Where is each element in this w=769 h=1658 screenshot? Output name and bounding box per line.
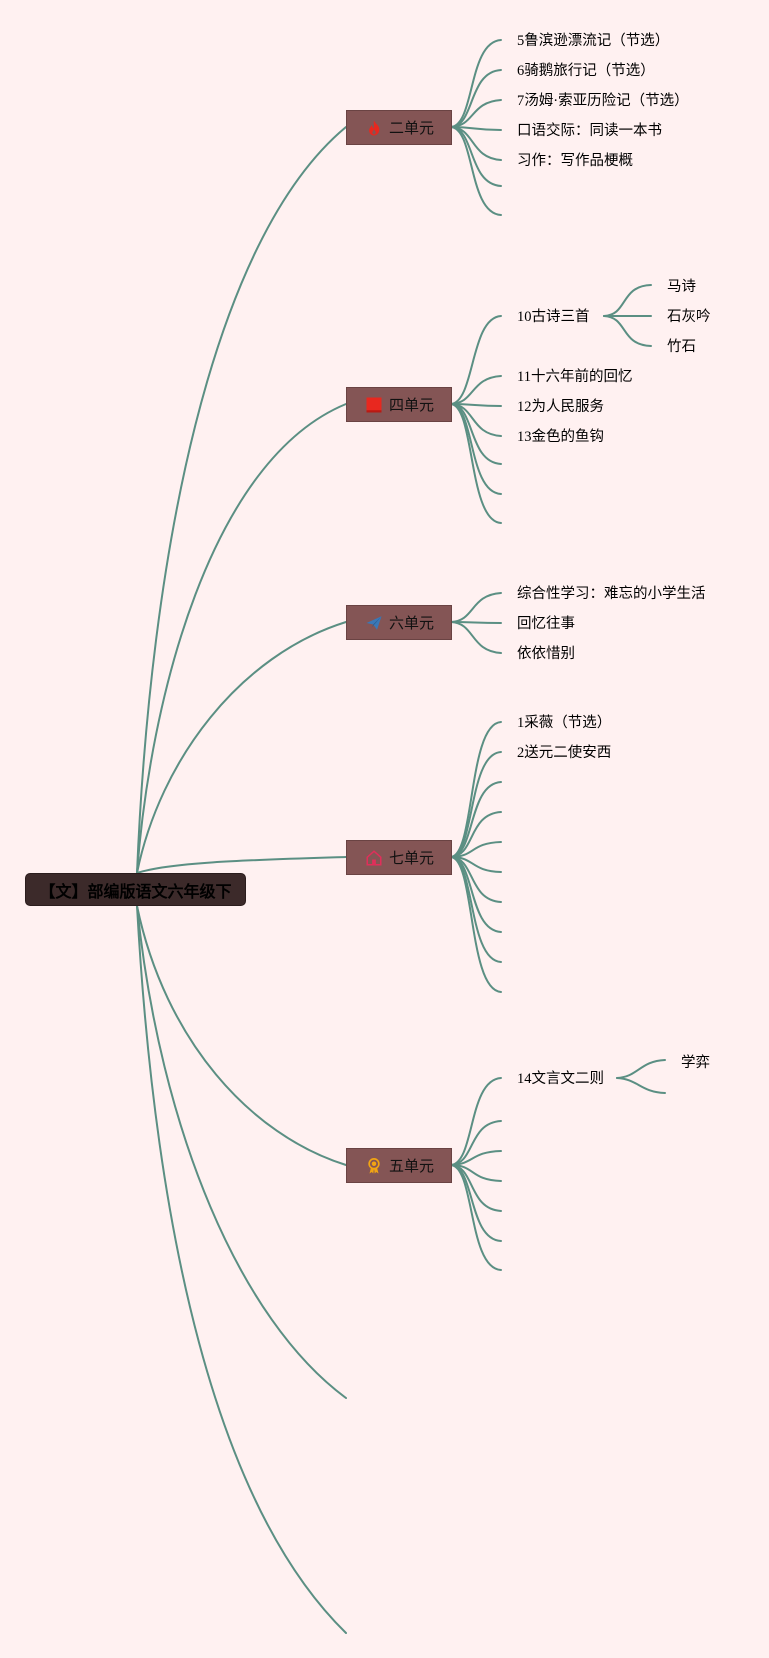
topic-item[interactable]: 11十六年前的回忆 bbox=[517, 369, 633, 385]
subtopic-item[interactable]: 学弈 bbox=[681, 1055, 710, 1071]
unit-label: 六单元 bbox=[388, 615, 434, 632]
topic-item[interactable]: 回忆往事 bbox=[517, 616, 575, 632]
topic-item[interactable]: 7汤姆·索亚历险记（节选） bbox=[517, 93, 689, 109]
topic-item[interactable]: 10古诗三首 bbox=[517, 309, 590, 325]
topic-item[interactable]: 综合性学习：难忘的小学生活 bbox=[517, 586, 706, 602]
unit-node-2[interactable]: 二单元 bbox=[346, 110, 452, 145]
topic-item[interactable]: 口语交际：同读一本书 bbox=[517, 123, 662, 139]
subtopic-item[interactable]: 竹石 bbox=[667, 339, 696, 355]
root-topic[interactable]: 【文】部编版语文六年级下 bbox=[25, 873, 246, 906]
edge-root-empty-b bbox=[136, 905, 347, 1634]
topic-item[interactable]: 1采薇（节选） bbox=[517, 715, 612, 731]
unit-node-5[interactable]: 五单元 bbox=[346, 1148, 452, 1183]
edge-root-unit7 bbox=[136, 856, 347, 874]
topic-item[interactable]: 14文言文二则 bbox=[517, 1071, 604, 1087]
unit-node-6[interactable]: 六单元 bbox=[346, 605, 452, 640]
edge-root-unit2 bbox=[136, 126, 347, 874]
topic-item[interactable]: 5鲁滨逊漂流记（节选） bbox=[517, 33, 670, 49]
topic-item[interactable]: 12为人民服务 bbox=[517, 399, 604, 415]
unit-node-4[interactable]: 四单元 bbox=[346, 387, 452, 422]
unit-label: 七单元 bbox=[388, 850, 434, 867]
edge-root-empty-a bbox=[136, 905, 347, 1399]
topic-item[interactable]: 6骑鹅旅行记（节选） bbox=[517, 63, 655, 79]
unit-node-7[interactable]: 七单元 bbox=[346, 840, 452, 875]
topic-item[interactable]: 习作：写作品梗概 bbox=[517, 153, 633, 169]
unit-label: 五单元 bbox=[388, 1158, 434, 1175]
paper-plane-icon bbox=[364, 613, 384, 633]
topic-item[interactable]: 2送元二使安西 bbox=[517, 745, 612, 761]
edge-root-unit4 bbox=[136, 403, 347, 874]
fire-icon bbox=[364, 118, 384, 138]
edge-root-unit6 bbox=[136, 621, 347, 874]
subtopic-item[interactable]: 石灰吟 bbox=[667, 309, 711, 325]
unit-label: 四单元 bbox=[388, 397, 434, 414]
red-flag-icon bbox=[364, 395, 384, 415]
topic-item[interactable]: 依依惜别 bbox=[517, 646, 575, 662]
subtopic-item[interactable]: 马诗 bbox=[667, 279, 696, 295]
edge-root-unit5 bbox=[136, 905, 347, 1166]
unit-label: 二单元 bbox=[388, 120, 434, 137]
house-icon bbox=[364, 848, 384, 868]
award-badge-icon bbox=[364, 1156, 384, 1176]
topic-item[interactable]: 13金色的鱼钩 bbox=[517, 429, 604, 445]
